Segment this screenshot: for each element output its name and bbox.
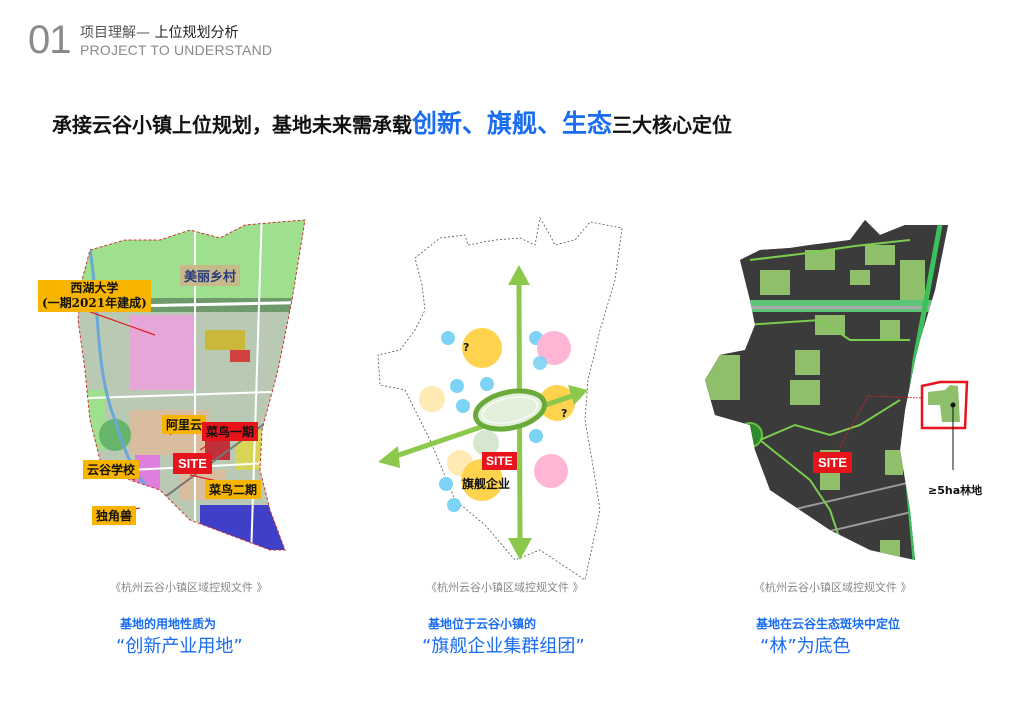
flagship-big-label: “旗舰企业集群组团” bbox=[422, 636, 585, 657]
question-mark-1: ? bbox=[463, 341, 470, 354]
map-label-westlake-university: 西湖大学 (一期2021年建成) bbox=[38, 280, 151, 312]
section-number: 01 bbox=[28, 18, 71, 62]
forest-area-label: ≥5ha林地 bbox=[928, 484, 983, 497]
headline-part2: 三大核心定位 bbox=[612, 113, 733, 137]
flagship-caption: 《杭州云谷小镇区域控规文件 》 bbox=[426, 581, 584, 594]
flagship-enterprise-label: 旗舰企业 bbox=[462, 477, 511, 491]
map-label-aliyun: 阿里云 bbox=[162, 415, 207, 434]
site-marker: SITE bbox=[813, 452, 852, 473]
site-marker: SITE bbox=[173, 453, 212, 474]
question-mark-2: ? bbox=[561, 407, 568, 420]
ecology-map: SITE ≥5ha林地 bbox=[700, 210, 1000, 590]
westlake-uni-note: (一期2021年建成) bbox=[42, 296, 147, 310]
land-use-map: 美丽乡村 西湖大学 (一期2021年建成) 阿里云 菜鸟一期 SITE 云谷学校… bbox=[30, 210, 330, 590]
land-use-big-label: “创新产业用地” bbox=[116, 636, 243, 657]
flagship-diagram-graphic bbox=[377, 216, 623, 581]
flagship-sub-label: 基地位于云谷小镇的 bbox=[428, 617, 537, 631]
headline-highlight: 创新、旗舰、生态 bbox=[412, 109, 613, 138]
map-label-cainiao-phase1: 菜鸟一期 bbox=[202, 422, 259, 441]
ecology-caption: 《杭州云谷小镇区域控规文件 》 bbox=[754, 581, 912, 594]
site-marker: SITE bbox=[482, 452, 517, 470]
page-headline: 承接云谷小镇上位规划，基地未来需承载创新、旗舰、生态三大核心定位 bbox=[52, 104, 732, 140]
section-subtitle-en: PROJECT TO UNDERSTAND bbox=[80, 42, 273, 58]
westlake-uni-name: 西湖大学 bbox=[70, 281, 119, 295]
map-label-cainiao-phase2: 菜鸟二期 bbox=[205, 480, 262, 499]
ecology-map-graphic bbox=[705, 220, 969, 560]
ecology-sub-label: 基地在云谷生态斑块中定位 bbox=[756, 617, 901, 631]
section-title: 项目理解— 上位规划分析 bbox=[80, 22, 238, 42]
land-use-caption: 《杭州云谷小镇区域控规文件 》 bbox=[110, 581, 268, 594]
land-use-sub-label: 基地的用地性质为 bbox=[120, 617, 217, 631]
headline-part1: 承接云谷小镇上位规划，基地未来需承载 bbox=[52, 113, 412, 137]
flagship-diagram: ? ? SITE 旗舰企业 bbox=[360, 210, 660, 590]
ecology-big-label: “林”为底色 bbox=[760, 636, 851, 657]
map-label-yungu-school: 云谷学校 bbox=[83, 460, 140, 479]
map-label-unicorn: 独角兽 bbox=[92, 506, 137, 525]
map-label-village: 美丽乡村 bbox=[180, 265, 241, 286]
section-title-prefix: 项目理解— bbox=[80, 25, 150, 41]
section-title-main: 上位规划分析 bbox=[150, 25, 239, 41]
